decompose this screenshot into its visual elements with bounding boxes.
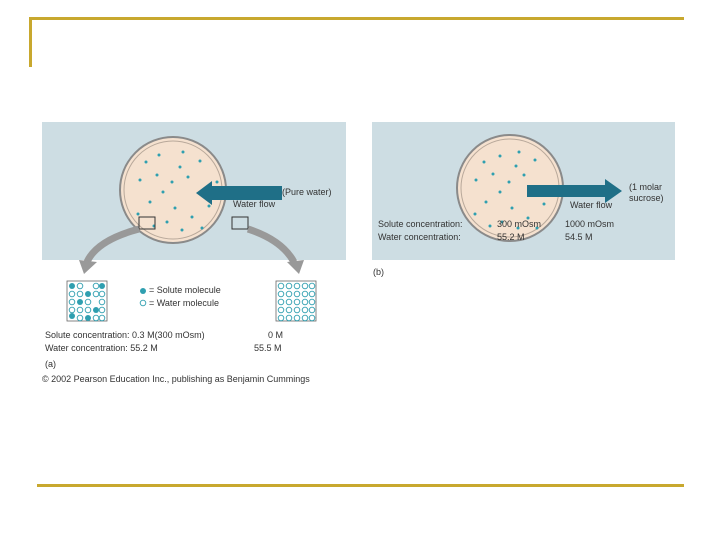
- part-label-a: (a): [45, 359, 56, 370]
- top-accent-line: [29, 17, 684, 20]
- water-inside-b: 55.2 M: [497, 232, 525, 243]
- solute-concentration-label-a: Solute concentration: 0.3 M(300 mOsm): [45, 330, 205, 341]
- zoom-arrowhead-left: [79, 260, 97, 274]
- legend-water-icon: [140, 300, 146, 306]
- left-accent-line: [29, 17, 32, 67]
- water-outside-b: 54.5 M: [565, 232, 593, 243]
- copyright-text: © 2002 Pearson Education Inc., publishin…: [42, 374, 310, 385]
- water-flow-label-a: Water flow: [233, 199, 275, 210]
- solute-concentration-right-a: 0 M: [268, 330, 283, 341]
- figure-panel-b: (1 molar sucrose) Water flow Solute conc…: [372, 122, 676, 282]
- sucrose-label-line2: sucrose): [629, 193, 664, 204]
- water-concentration-label-a: Water concentration: 55.2 M: [45, 343, 158, 354]
- solute-outside-b: 1000 mOsm: [565, 219, 614, 230]
- legend-solute-label: = Solute molecule: [149, 285, 221, 296]
- solute-concentration-label-b: Solute concentration:: [378, 219, 463, 230]
- molecule-grid-outside: [276, 281, 316, 321]
- part-label-b: (b): [373, 267, 384, 278]
- molecule-grid-inside: [67, 281, 107, 321]
- water-flow-label-b: Water flow: [570, 200, 612, 211]
- zoom-arrowhead-right: [287, 260, 304, 274]
- bottom-accent-line: [37, 484, 684, 487]
- pure-water-label: (Pure water): [282, 187, 332, 198]
- sucrose-label-line1: (1 molar: [629, 182, 662, 193]
- water-concentration-label-b: Water concentration:: [378, 232, 461, 243]
- water-concentration-right-a: 55.5 M: [254, 343, 282, 354]
- figure-panel-a: (Pure water) Water flow = Solute molecul…: [42, 122, 348, 392]
- legend-solute-icon: [140, 288, 146, 294]
- solute-inside-b: 300 mOsm: [497, 219, 541, 230]
- legend-water-label: = Water molecule: [149, 298, 219, 309]
